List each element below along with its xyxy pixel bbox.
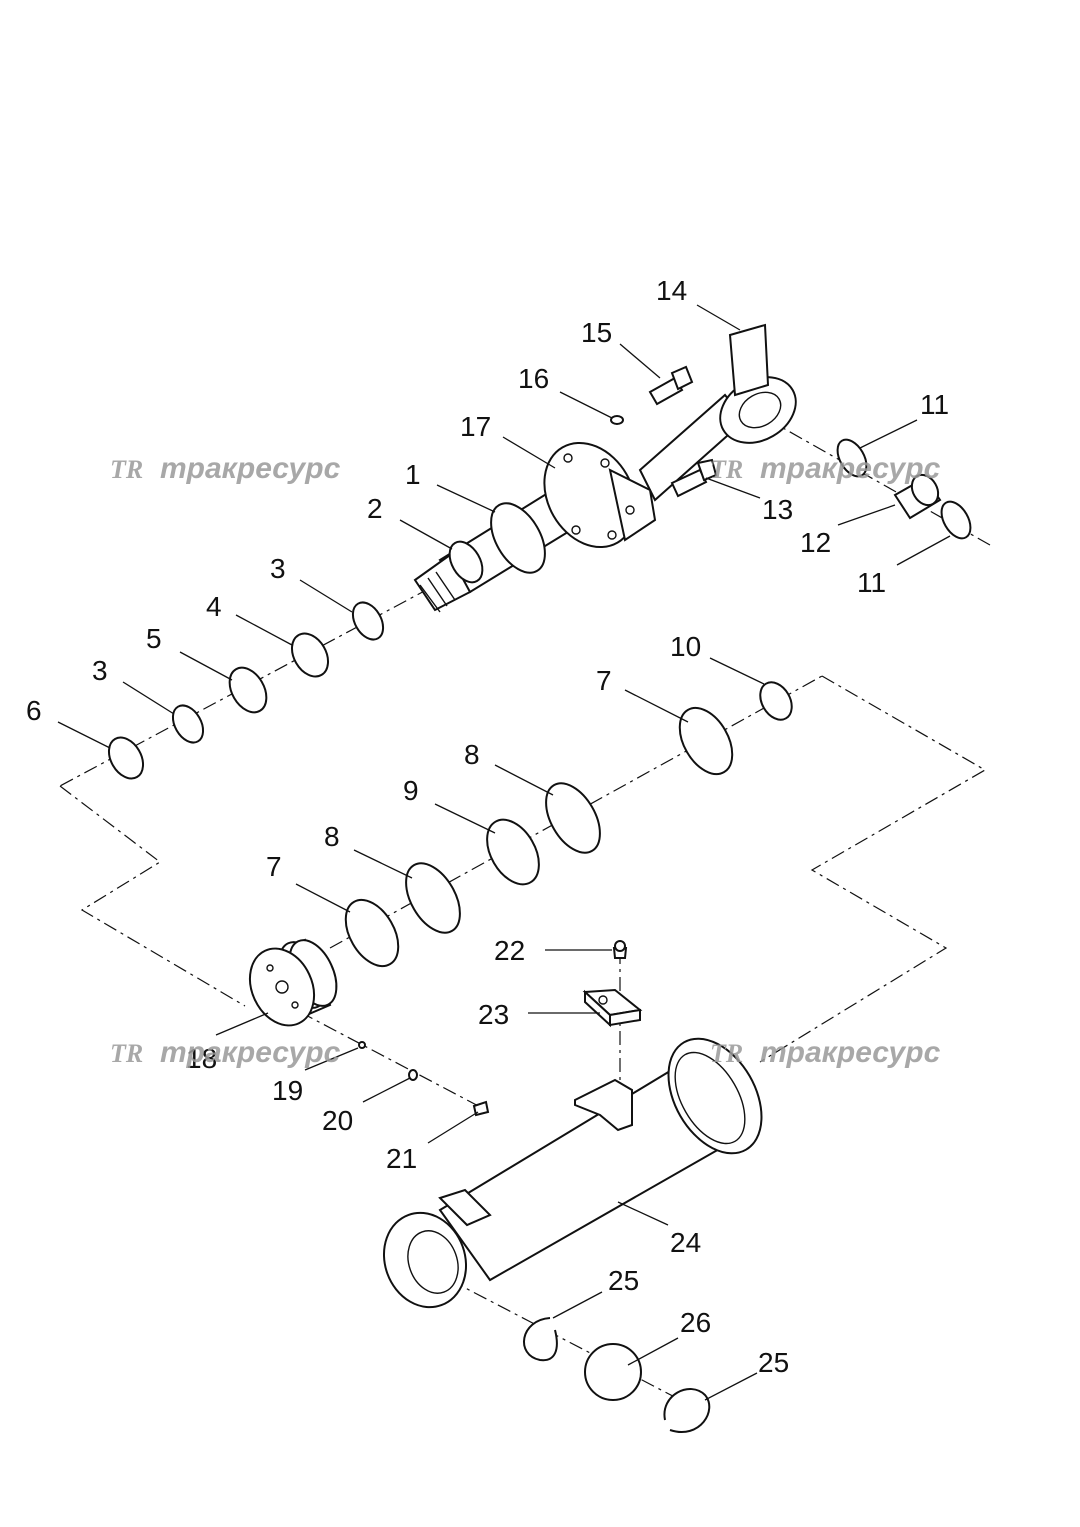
callout-23: 23 — [478, 999, 509, 1030]
watermark-logo-icon: TR — [710, 1039, 743, 1068]
circlip-25-lower — [663, 1388, 711, 1433]
watermark-text: тракресурс — [160, 1036, 341, 1069]
callout-7-lower: 7 — [266, 851, 282, 882]
ring-8-lower — [405, 862, 461, 934]
washer-16 — [610, 415, 624, 425]
callout-20: 20 — [322, 1105, 353, 1136]
bolt-15 — [648, 365, 694, 406]
callout-6: 6 — [26, 695, 42, 726]
callout-17: 17 — [460, 411, 491, 442]
seal-9 — [486, 818, 540, 886]
ring-1 — [490, 502, 546, 574]
callout-15: 15 — [581, 317, 612, 348]
watermark-logo-icon: TR — [110, 1039, 143, 1068]
watermark-logo-icon: TR — [110, 455, 143, 484]
bushing-12 — [893, 473, 942, 520]
ring-3-lower — [171, 704, 205, 744]
callout-19: 19 — [272, 1075, 303, 1106]
leader-lines — [57, 304, 951, 1401]
ring-10 — [759, 681, 793, 721]
watermark-text: тракресурс — [760, 452, 941, 485]
callout-9: 9 — [403, 775, 419, 806]
watermark-top-left: TR тракресурс — [110, 452, 341, 485]
ring-7-upper — [678, 706, 734, 776]
ring-3-upper — [351, 601, 385, 641]
callout-21: 21 — [386, 1143, 417, 1174]
circlip-25-upper — [523, 1317, 558, 1362]
ring-8-upper — [545, 782, 601, 854]
callout-26: 26 — [680, 1307, 711, 1338]
watermark-text: тракресурс — [160, 452, 341, 485]
callout-25-upper: 25 — [608, 1265, 639, 1296]
spherical-bearing-26 — [584, 1343, 642, 1401]
callout-11-lower: 11 — [857, 567, 886, 598]
callout-22: 22 — [494, 935, 525, 966]
callout-11-upper: 11 — [920, 389, 949, 420]
callout-2: 2 — [367, 493, 383, 524]
bolt-13 — [670, 458, 718, 498]
ring-7-lower — [344, 898, 400, 968]
piston-18 — [248, 938, 338, 1027]
callout-16: 16 — [518, 363, 549, 394]
plate-23 — [582, 988, 643, 1028]
seal-ring-11-lower — [940, 500, 972, 540]
watermark-top-right: TR тракресурс — [710, 452, 941, 485]
callout-3-lower: 3 — [92, 655, 108, 686]
watermark-bottom-left: TR тракресурс — [110, 1036, 341, 1069]
grease-fitting-22 — [612, 940, 628, 959]
seal-2 — [448, 540, 484, 584]
callout-labels: 1 2 3 3 4 5 6 7 7 8 8 9 10 11 11 12 13 1… — [26, 275, 949, 1378]
seal-ring-11-upper — [836, 438, 868, 478]
piston-rod-assembly — [413, 323, 797, 613]
ball-19 — [358, 1041, 366, 1049]
seal-5 — [228, 666, 268, 714]
watermark-logo-icon: TR — [710, 455, 743, 484]
cylinder-barrel-24 — [382, 1037, 763, 1309]
callout-3-upper: 3 — [270, 553, 286, 584]
callout-1: 1 — [405, 459, 421, 490]
screw-20 — [408, 1069, 418, 1081]
callout-8-upper: 8 — [464, 739, 480, 770]
watermark-text: тракресурс — [760, 1036, 941, 1069]
callout-7-upper: 7 — [596, 665, 612, 696]
callout-14: 14 — [656, 275, 687, 306]
ring-4 — [290, 632, 330, 678]
callout-24: 24 — [670, 1227, 701, 1258]
callout-13: 13 — [762, 494, 793, 525]
callout-25-lower: 25 — [758, 1347, 789, 1378]
callout-18: 18 — [186, 1043, 217, 1074]
callout-8-lower: 8 — [324, 821, 340, 852]
callout-10: 10 — [670, 631, 701, 662]
seal-6 — [107, 736, 145, 780]
callout-4: 4 — [206, 591, 222, 622]
callout-5: 5 — [146, 623, 162, 654]
watermark-bottom-right: TR тракресурс — [710, 1036, 941, 1069]
callout-12: 12 — [800, 527, 831, 558]
